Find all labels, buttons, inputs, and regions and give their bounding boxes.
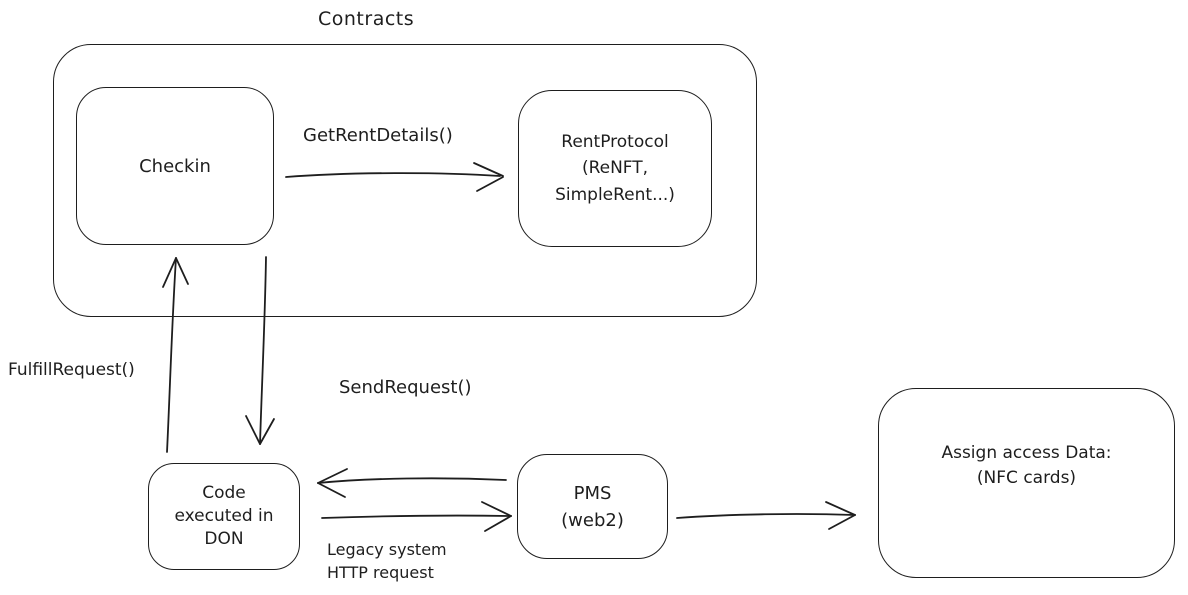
- edge-label-fulfill-request: FulfillRequest(): [8, 360, 135, 380]
- node-assign-access-data: Assign access Data: (NFC cards): [878, 388, 1175, 578]
- arrow-pms-to-code: [317, 468, 507, 498]
- edge-label-get-rent-details: GetRentDetails(): [303, 125, 453, 146]
- node-checkin-label: Checkin: [139, 155, 211, 177]
- arrow-code-to-pms: [321, 501, 512, 532]
- edge-label-legacy-http-request: Legacy system HTTP request: [327, 540, 447, 583]
- node-checkin: Checkin: [76, 87, 274, 245]
- node-rent-protocol-label: RentProtocol (ReNFT, SimpleRent...): [555, 131, 675, 205]
- node-assign-access-data-label: Assign access Data: (NFC cards): [941, 443, 1112, 488]
- contracts-group-title: Contracts: [318, 8, 415, 30]
- arrow-pms-to-assign: [676, 501, 856, 530]
- edge-label-send-request: SendRequest(): [339, 377, 472, 398]
- contracts-group-box: [53, 44, 757, 317]
- node-pms-web2-label: PMS (web2): [561, 482, 624, 531]
- node-rent-protocol: RentProtocol (ReNFT, SimpleRent...): [518, 90, 712, 247]
- node-code-executed-in-don: Code executed in DON: [148, 463, 300, 570]
- node-code-executed-in-don-label: Code executed in DON: [174, 483, 274, 549]
- node-pms-web2: PMS (web2): [517, 454, 668, 559]
